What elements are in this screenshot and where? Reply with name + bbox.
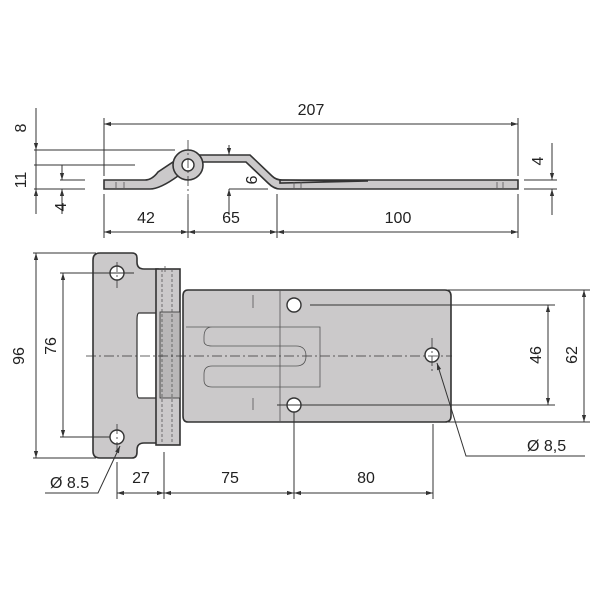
dim-65-label: 65 <box>222 210 240 227</box>
top-view: 96 76 46 62 27 75 80 Ø 8.5 Ø 8,5 <box>11 252 590 499</box>
side-view: 207 8 11 4 9 4 42 65 100 <box>13 102 557 238</box>
dim-100-label: 100 <box>385 210 412 227</box>
dim-8-label: 8 <box>13 123 30 132</box>
right-hole-diameter-label: Ø 8,5 <box>527 438 566 455</box>
dim-76-label: 76 <box>43 337 60 355</box>
right-top-hole <box>286 297 302 313</box>
dim-4-left-label: 4 <box>53 202 70 211</box>
dim-42-label: 42 <box>137 210 155 227</box>
dim-80-label: 80 <box>357 470 375 487</box>
dim-4-right-label: 4 <box>530 156 547 165</box>
dim-207-label: 207 <box>298 102 325 119</box>
dim-46-label: 46 <box>528 346 545 364</box>
side-step <box>279 179 369 184</box>
dim-62-label: 62 <box>564 346 581 364</box>
left-hole-diameter-label: Ø 8.5 <box>50 475 89 492</box>
dim-75-label: 75 <box>221 470 239 487</box>
dim-96-label: 96 <box>11 347 28 365</box>
left-leaf <box>92 252 159 459</box>
side-profile <box>103 154 519 190</box>
dim-9-label: 9 <box>242 176 259 185</box>
dim-11-label: 11 <box>13 172 30 189</box>
dim-27-label: 27 <box>132 470 150 487</box>
